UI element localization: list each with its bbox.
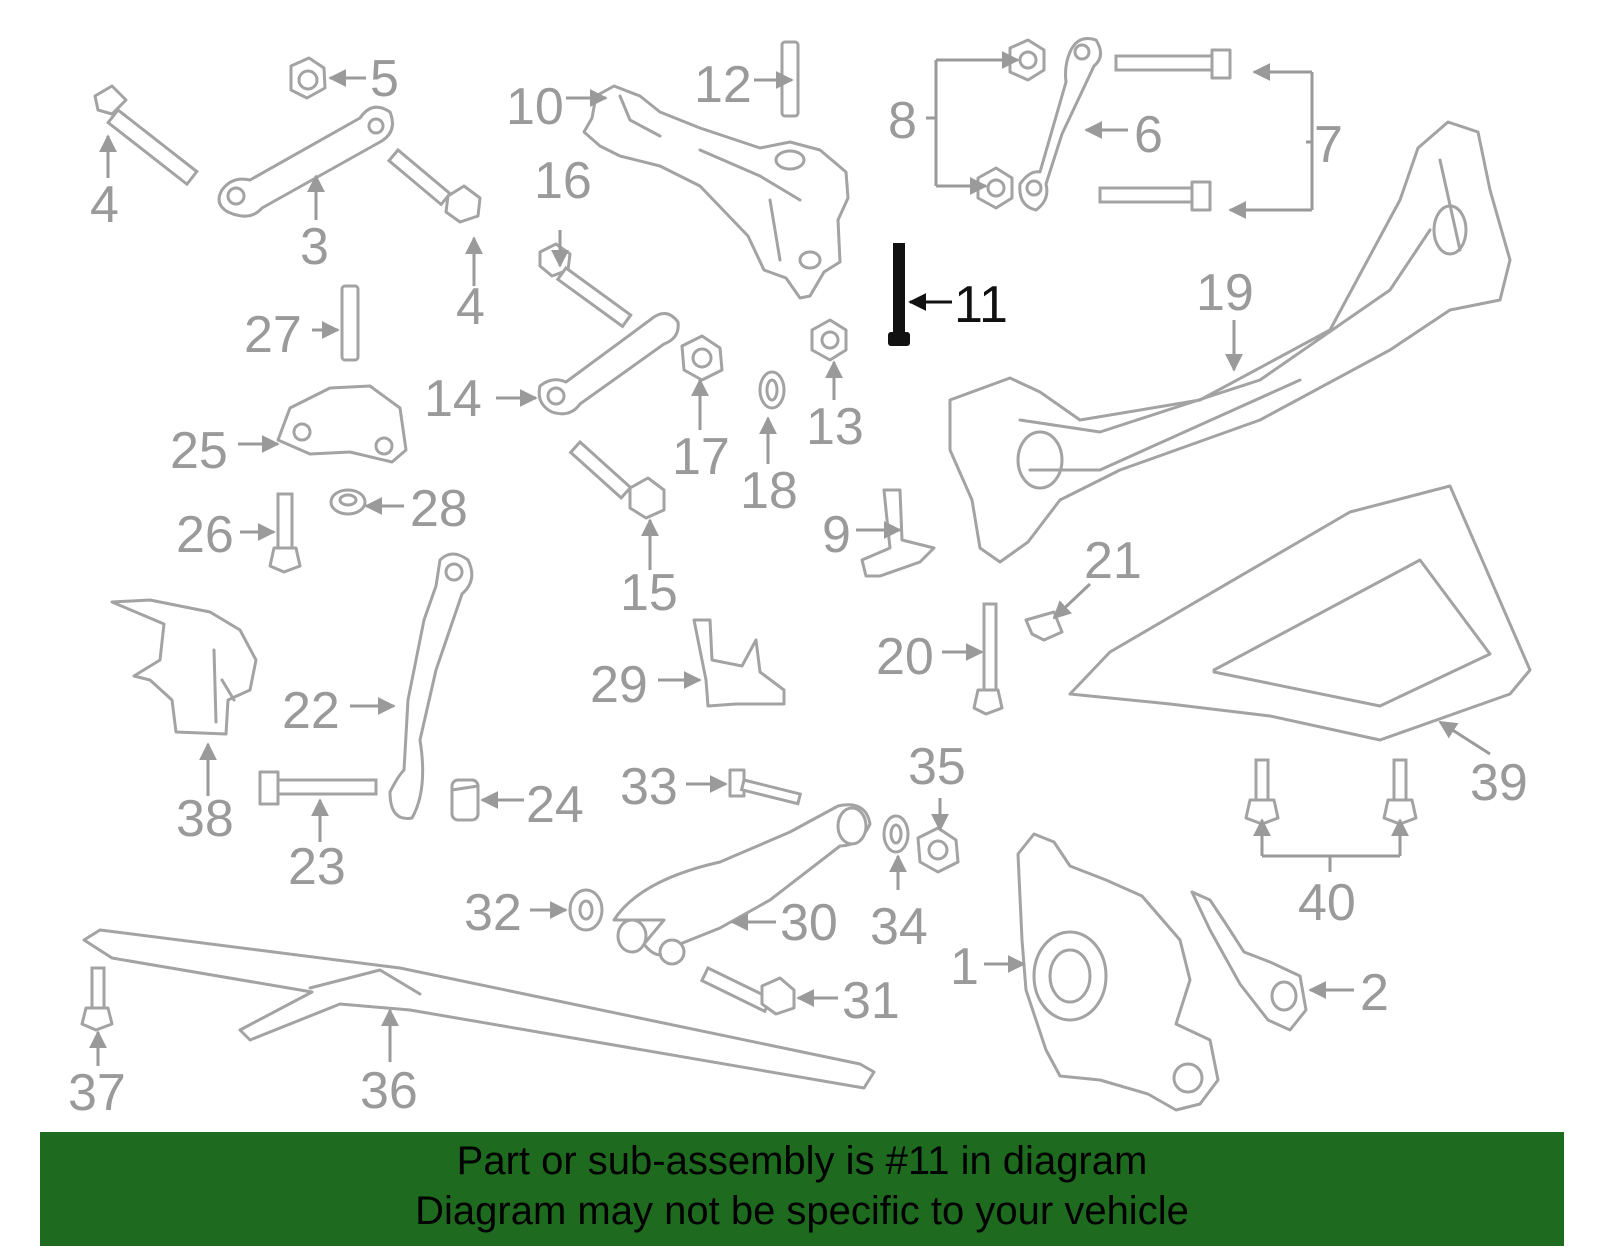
part-29-bracket	[692, 618, 786, 708]
callout-6: 6	[1134, 106, 1163, 164]
callout-5: 5	[370, 50, 399, 108]
callout-33: 33	[620, 758, 678, 816]
callout-4-left: 4	[90, 176, 119, 234]
callout-40: 40	[1298, 874, 1356, 932]
part-2-sensor-bracket	[1190, 890, 1308, 1032]
part-23-bolt	[258, 770, 378, 806]
part-6-link	[1018, 37, 1102, 212]
callout-30: 30	[780, 894, 838, 952]
callout-7: 7	[1314, 116, 1343, 174]
callout-13: 13	[806, 398, 864, 456]
info-banner: Part or sub-assembly is #11 in diagram D…	[40, 1132, 1564, 1246]
callout-4-right: 4	[456, 278, 485, 336]
callout-14: 14	[424, 370, 482, 428]
part-31-bolt	[699, 965, 796, 1016]
callout-26: 26	[176, 506, 234, 564]
callout-28: 28	[410, 480, 468, 538]
part-17-nut	[680, 334, 724, 382]
callout-35: 35	[908, 738, 966, 796]
callout-1: 1	[950, 938, 979, 996]
callout-15: 15	[620, 564, 678, 622]
part-8-nuts	[976, 38, 1046, 210]
callout-32: 32	[464, 884, 522, 942]
part-40-bolts	[1244, 758, 1418, 826]
part-37-bolt	[80, 966, 114, 1032]
callout-18: 18	[740, 462, 798, 520]
part-14-arm	[537, 312, 680, 416]
callout-labels: 4 5 3 4 10 12 16 8 6 7 11 19 27 14 17 18…	[68, 50, 1528, 1122]
part-26-bolt	[268, 492, 302, 574]
callout-34: 34	[870, 898, 928, 956]
callout-12: 12	[694, 56, 752, 114]
part-24-bushing	[450, 778, 480, 822]
part-36-tie-bar	[82, 928, 876, 1090]
callout-20: 20	[876, 628, 934, 686]
callout-27: 27	[244, 306, 302, 364]
callout-31: 31	[842, 972, 900, 1030]
part-27-stud	[340, 284, 360, 362]
callout-2: 2	[1360, 964, 1389, 1022]
part-30-lower-arm	[612, 803, 872, 966]
part-11-bolt-highlighted	[888, 243, 910, 346]
callout-23: 23	[288, 838, 346, 896]
callout-19: 19	[1196, 264, 1254, 322]
part-16-bolt	[538, 242, 633, 329]
leader-lines	[89, 51, 1491, 1066]
callout-10: 10	[506, 78, 564, 136]
part-13-nut	[810, 318, 848, 362]
part-20-bolt	[972, 602, 1004, 716]
part-18-washer	[758, 370, 786, 410]
callout-16: 16	[534, 152, 592, 210]
callout-38: 38	[176, 790, 234, 848]
callout-17: 17	[672, 428, 730, 486]
part-9-bracket	[860, 488, 936, 578]
part-32-washer	[568, 888, 604, 932]
part-1-knuckle	[1016, 832, 1220, 1112]
part-5-nut	[289, 56, 327, 100]
callout-9: 9	[822, 506, 851, 564]
part-25-bracket	[276, 384, 408, 464]
banner-line-part: Part or sub-assembly is #11 in diagram	[456, 1139, 1148, 1183]
part-4-bolt-left	[93, 84, 199, 187]
part-34-washer	[882, 814, 910, 854]
part-7-bolts	[1098, 48, 1232, 212]
part-10-subframe-bracket	[582, 84, 850, 300]
callout-8: 8	[888, 92, 917, 150]
part-15-bolt	[568, 439, 666, 520]
part-28-nut	[329, 488, 367, 516]
part-3-link-arm	[217, 105, 394, 218]
callout-22: 22	[282, 682, 340, 740]
part-19-crossmember	[948, 120, 1512, 564]
callout-25: 25	[170, 422, 228, 480]
part-33-bolt	[728, 768, 803, 806]
part-39-underbody-shield	[1068, 484, 1532, 742]
part-22-upright-arm	[388, 552, 474, 820]
callout-24: 24	[526, 776, 584, 834]
callout-29: 29	[590, 656, 648, 714]
callout-11: 11	[954, 276, 1008, 334]
callout-3: 3	[300, 218, 329, 276]
part-4-bolt-right	[386, 147, 482, 224]
callout-21: 21	[1084, 532, 1142, 590]
callout-37: 37	[68, 1064, 126, 1122]
banner-line-disclaimer: Diagram may not be specific to your vehi…	[415, 1189, 1189, 1233]
part-38-shield	[110, 598, 258, 736]
callout-36: 36	[360, 1062, 418, 1120]
callout-39: 39	[1470, 754, 1528, 812]
part-35-nut	[916, 826, 960, 874]
